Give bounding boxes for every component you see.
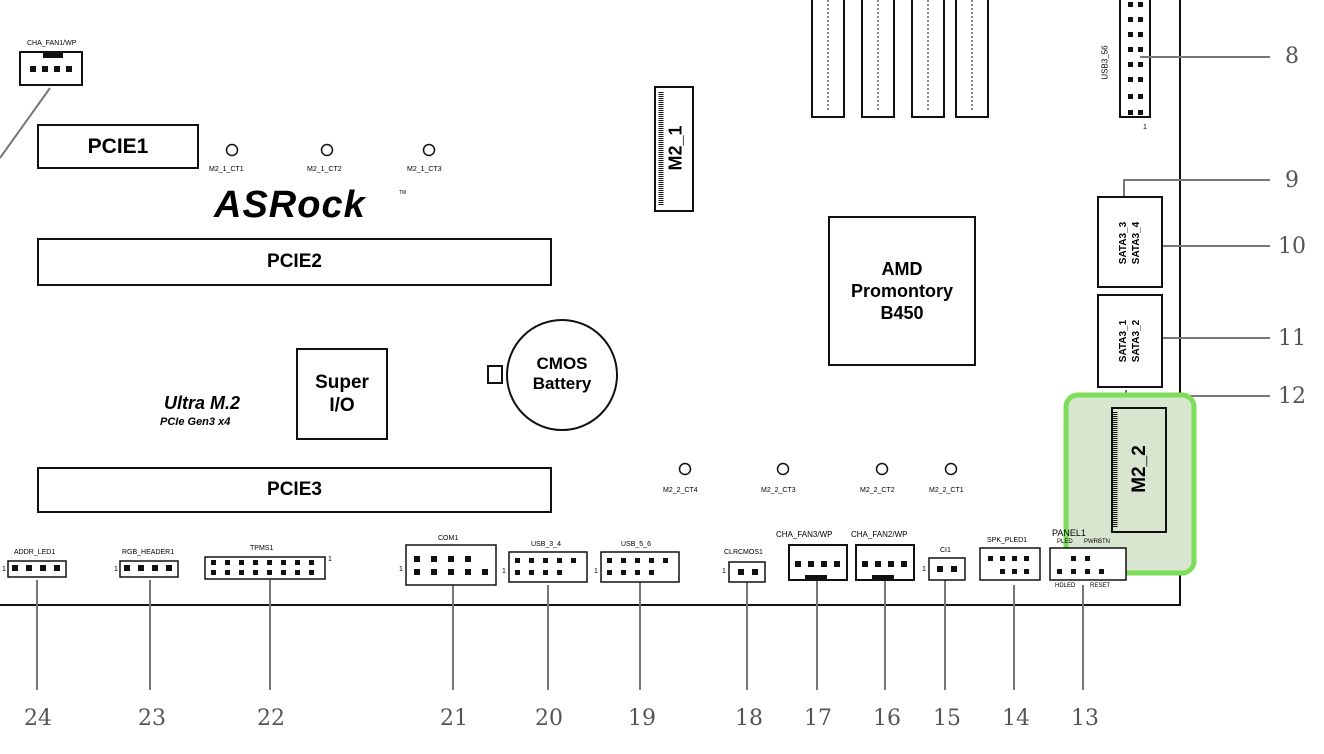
callout-10: 10 [1278,234,1306,259]
pin1-marker: 1 [722,568,726,575]
super-io-chip: Super I/O [296,348,388,440]
sata3-1-2-label: SATA3_1 SATA3_2 [1118,319,1142,363]
panel1-header [1049,547,1127,581]
cha-fan1-connector [19,51,83,86]
cha-fan3-connector [788,544,848,581]
panel1-reset-label: RESET [1090,583,1111,589]
com1-label: COM1 [438,535,459,542]
callout-13: 13 [1071,706,1099,731]
m2-2-label: M2_2 [1129,445,1150,493]
cmos-battery [487,319,618,431]
usb-3-4-header [508,551,588,583]
amd-promontory-chip: AMD Promontory B450 [828,216,976,366]
ultra-m2-title: Ultra M.2 [164,393,241,413]
usb3-56-label: USB3_56 [1100,45,1110,80]
spk-pled1-header [979,547,1041,581]
callout-lines-bottom [0,87,1084,690]
cha-fan2-connector [855,544,915,581]
pin1-marker: 1 [594,568,598,575]
m2-2-ct2-label: M2_2_CT2 [860,487,895,494]
panel1-pwrbtn-label: PWRBTN [1084,539,1110,545]
callout-11: 11 [1278,326,1306,351]
addr-led1-label: ADDR_LED1 [14,549,56,556]
asrock-logo: ASRock [214,184,366,226]
callout-21: 21 [440,706,468,731]
pin1-marker: 1 [2,566,6,573]
panel1-label: PANEL1 [1052,528,1086,538]
m2-2-slot [1063,392,1197,576]
cmos-battery-label: CMOS Battery [532,354,592,393]
m2-2-ct4-label: M2_2_CT4 [663,487,698,494]
callout-23: 23 [138,706,166,731]
callout-18: 18 [735,706,763,731]
m2-1-ct3-label: M2_1_CT3 [407,166,442,173]
board-edge [0,0,1181,606]
ci1-header [928,557,966,581]
m2-2-ct1-label: M2_2_CT1 [929,487,964,494]
usb-3-4-label: USB_3_4 [531,541,561,548]
com1-header [405,544,497,586]
pin1-marker: 1 [922,566,926,573]
m2-1-ct1-label: M2_1_CT1 [209,166,244,173]
callout-17: 17 [804,706,832,731]
tpms1-label: TPMS1 [250,545,274,552]
usb-5-6-header [600,551,680,583]
pin1-marker: 1 [502,568,506,575]
clrcmos1-label: CLRCMOS1 [724,549,763,556]
pcie1-slot: PCIE1 [37,124,199,169]
addr-led1-header [7,560,67,578]
callout-14: 14 [1002,706,1030,731]
callout-12: 12 [1278,384,1306,409]
ultra-m2-subtitle: PCIe Gen3 x4 [160,416,231,428]
ci1-label: CI1 [940,547,951,554]
m2-1-label: M2_1 [665,125,686,171]
pin1-marker: 1 [399,566,403,573]
sata3-3-4-label: SATA3_3 SATA3_4 [1118,221,1142,265]
cha-fan3-label: CHA_FAN3/WP [776,530,833,539]
callout-9: 9 [1285,168,1299,193]
thermistor-markers [225,143,958,476]
rgb-header1 [119,560,179,578]
pcie3-slot: PCIE3 [37,467,552,513]
m2-2-ct3-label: M2_2_CT3 [761,487,796,494]
sata3-3-4-connector [1097,196,1163,288]
pcie2-slot: PCIE2 [37,238,552,286]
usb3-56-header [1119,0,1151,118]
panel1-hdled-label: HDLED [1055,583,1076,589]
tpms1-header [204,556,326,580]
rgb-header1-label: RGB_HEADER1 [122,549,175,556]
callout-22: 22 [257,706,285,731]
usb3-56-pin1: 1 [1143,124,1147,131]
usb-5-6-label: USB_5_6 [621,541,651,548]
spk-pled1-label: SPK_PLED1 [987,537,1028,544]
callout-15: 15 [933,706,961,731]
pin1-marker: 1 [114,566,118,573]
sata3-1-2-connector [1097,294,1163,388]
clrcmos1-jumper [728,561,766,583]
callout-8: 8 [1285,44,1299,69]
callout-20: 20 [535,706,563,731]
top-dimm-slots [811,0,989,118]
cha-fan1-label: CHA_FAN1/WP [27,40,77,47]
m2-1-slot [654,86,694,212]
callout-19: 19 [628,706,656,731]
asrock-tm: TM [399,190,407,196]
pin1-marker: 1 [328,556,332,563]
callout-16: 16 [873,706,901,731]
callout-24: 24 [24,706,52,731]
cha-fan2-label: CHA_FAN2/WP [851,530,908,539]
panel1-pled-label: PLED [1057,539,1073,545]
m2-1-ct2-label: M2_1_CT2 [307,166,342,173]
